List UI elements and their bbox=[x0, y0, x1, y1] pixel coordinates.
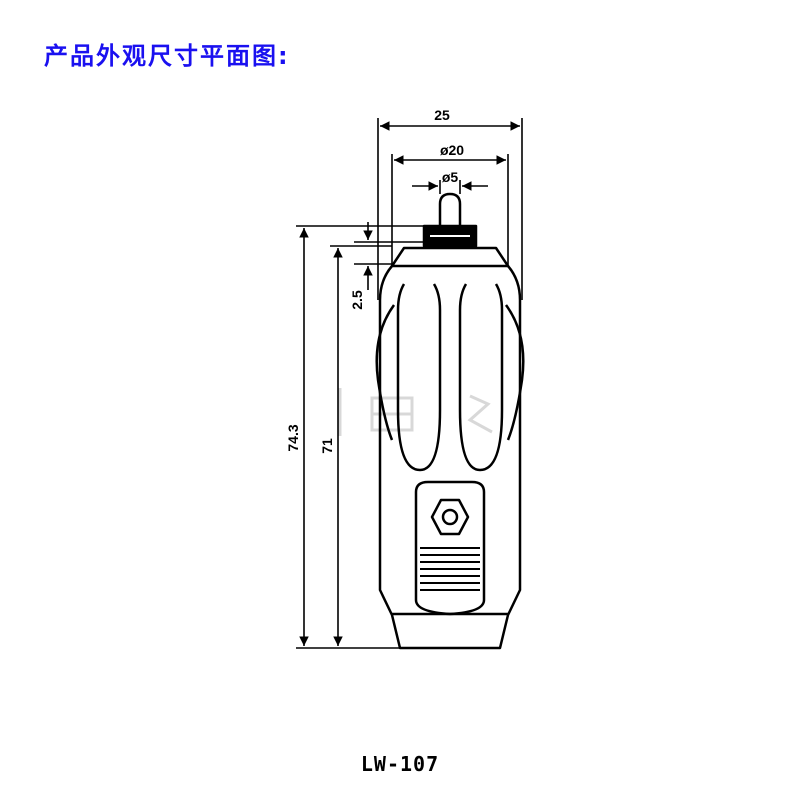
side-spring-left bbox=[375, 304, 396, 441]
grip-ribs bbox=[420, 547, 480, 591]
dim-label-body-diameter: ø20 bbox=[440, 142, 464, 158]
dim-body-diameter bbox=[391, 154, 509, 266]
hex-screw bbox=[430, 498, 470, 536]
top-cap bbox=[390, 246, 510, 268]
main-body bbox=[378, 265, 522, 650]
model-label: LW-107 bbox=[360, 752, 440, 776]
dim-tip-diameter bbox=[412, 180, 488, 194]
side-spring-right bbox=[504, 304, 525, 441]
page-heading: 产品外观尺寸平面图: bbox=[44, 42, 290, 70]
dim-body-length bbox=[330, 245, 392, 646]
dim-label-overall-width: 25 bbox=[434, 107, 450, 123]
dim-overall-width bbox=[377, 118, 523, 300]
dim-label-body-length: 71 bbox=[319, 438, 335, 454]
center-pin bbox=[438, 192, 462, 226]
dim-label-total-length: 74.3 bbox=[285, 424, 301, 451]
dim-collar-height bbox=[354, 222, 424, 290]
collar-nut bbox=[422, 224, 478, 248]
dim-label-tip-diameter: ø5 bbox=[442, 169, 459, 185]
dim-label-collar-height: 2.5 bbox=[349, 290, 365, 310]
dim-total-length bbox=[296, 225, 424, 649]
watermark-mark bbox=[338, 388, 493, 436]
